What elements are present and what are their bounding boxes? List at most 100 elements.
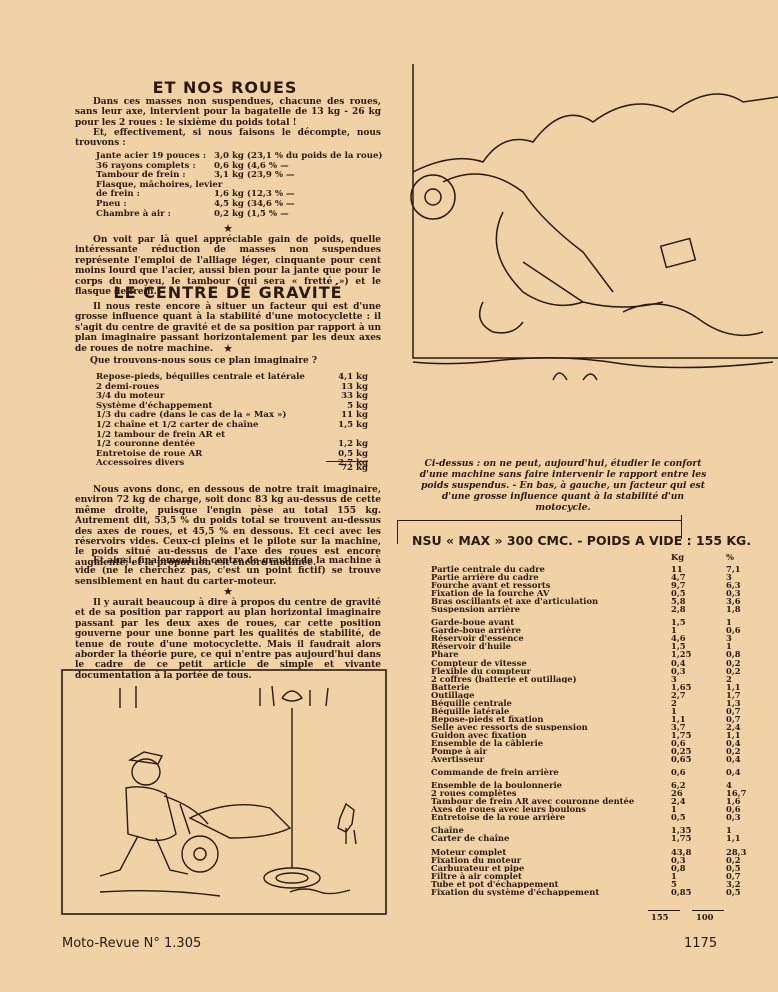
nsu-right-rule [681,515,682,539]
nsu-kg: 1,75 [671,833,692,844]
gravity-row: Entretoise de roue AR 0,5 kg [96,448,368,460]
nsu-pct: 16,7 [726,788,747,799]
gravity-row-value: 1,2 kg [338,439,368,450]
paragraph-facteur: Il nous reste encore à situer un facteur… [75,302,381,354]
gravity-row-label: 1/3 du cadre (dans le cas de la « Max ») [96,410,287,421]
nsu-part: 2 coffres (batterie et outillage) [431,674,577,683]
nsu-kg: 1,25 [671,649,692,660]
nsu-total-kg: 155 [651,912,669,922]
nsu-pct: 3 [726,633,732,644]
paragraph-decompte: Et, effectivement, si nous faisons le dé… [75,128,381,149]
nsu-kg: 4,6 [671,633,686,644]
nsu-pct: 0,2 [726,657,741,668]
nsu-pct: 1 [726,825,732,836]
gravity-row-value: 0,5 kg [338,448,368,459]
footer-magazine: Moto-Revue N° 1.305 [62,936,202,951]
nsu-part: Suspension arrière [431,605,521,614]
nsu-pct: 1,1 [726,729,741,740]
total-rule [326,461,368,462]
nsu-pct: 0,7 [726,705,741,716]
gravity-row-label: 3/4 du moteur [96,391,165,402]
nsu-row: Carter de chaîne 1,75 1,1 [431,834,771,842]
section-title-roues: ET NOS ROUES [152,78,298,97]
nsu-kg: 3,7 [671,721,686,732]
gravity-row-label: 1/2 tambour de frein AR et [96,429,226,440]
nsu-part: Phare [431,650,459,659]
nsu-kg: 0,6 [671,737,686,748]
gravity-row-value: 5 kg [347,400,368,411]
nsu-pct: 6,3 [726,580,741,591]
nsu-pct: 1,3 [726,697,741,708]
nsu-kg: 1,5 [671,641,686,652]
wheel-row: Flasque, mâchoires, levier [96,180,386,191]
wheel-row: de frein :1,6 kg (12,3 % — [96,190,386,200]
nsu-part: Fixation du système d'échappement [431,887,600,896]
nsu-pct: 28,3 [726,846,747,857]
nsu-part: 2 roues complètes [431,789,517,798]
nsu-pct: 1,1 [726,833,741,844]
wheel-row-value: 3,0 kg (23,1 % du poids de la roue) [214,151,383,161]
separator-star-2: ★ [223,342,233,355]
nsu-pct: 0,2 [726,665,741,676]
wheel-row: Jante acier 19 pouces : 3,0 kg (23,1 % du… [96,151,386,162]
gravity-row-label: Système d'échappement [96,400,213,411]
nsu-kg-total-rule [648,910,680,911]
col-kg-header: Kg [671,552,685,562]
col-pct-header: % [726,552,734,562]
nsu-part: Outillage [431,690,475,699]
nsu-pct: 7,1 [726,564,741,574]
nsu-kg: 2,8 [671,604,686,615]
wheel-row-value: 0,6 kg (4,6 % — [214,160,289,171]
nsu-part: Carter de chaîne [431,834,510,843]
nsu-part: Flexible du compteur [431,666,531,675]
nsu-pct: 0,4 [726,767,741,778]
nsu-part: Carburateur et pipe [431,863,525,872]
nsu-pct: 2,4 [726,721,741,732]
gravity-row-value: 33 kg [341,391,368,402]
nsu-kg: 2,4 [671,796,686,807]
nsu-kg: 0,3 [671,665,686,676]
gravity-weight-table: Repose-pieds, béquilles centrale et laté… [96,372,368,469]
nsu-kg: 43,8 [671,846,692,857]
wheel-row-label: 36 rayons complets : [96,160,196,171]
nsu-part: Repose-pieds et fixation [431,714,544,723]
figure-caption: Ci-dessus : on ne peut, aujourd'hui, étu… [419,458,707,513]
nsu-kg: 1,5 [671,617,686,628]
nsu-total-pct: 100 [696,912,714,922]
nsu-part: Bras oscillants et axe d'articulation [431,597,599,606]
wheel-row: 36 rayons complets : 0,6 kg (4,6 % — [96,160,386,172]
nsu-kg: 0,4 [671,657,686,668]
nsu-left-rule [397,520,398,544]
nsu-row: Flexible du compteur 0,3 0,2 [431,665,771,676]
wheel-row-label: Jante acier 19 pouces : [96,151,207,161]
gravity-row: Système d'échappement 5 kg [96,400,368,412]
nsu-part: Axes de roues avec leurs boulons [431,805,586,814]
nsu-pct: 0,7 [726,713,741,724]
nsu-pct: 0,3 [726,812,741,823]
nsu-part: Réservoir d'huile [431,642,511,651]
wheel-weight-table: Jante acier 19 pouces : 3,0 kg (23,1 % du… [96,151,386,219]
nsu-row: Tambour de frein AR avec couronne dentée… [431,797,771,805]
paragraph-theorie: Il y aurait beaucoup à dire à propos du … [75,598,381,681]
gravity-row-label: Entretoise de roue AR [96,448,203,459]
nsu-pct: 1,1 [726,681,741,692]
nsu-kg: 9,7 [671,580,686,591]
nsu-kg: 0,3 [671,854,686,865]
